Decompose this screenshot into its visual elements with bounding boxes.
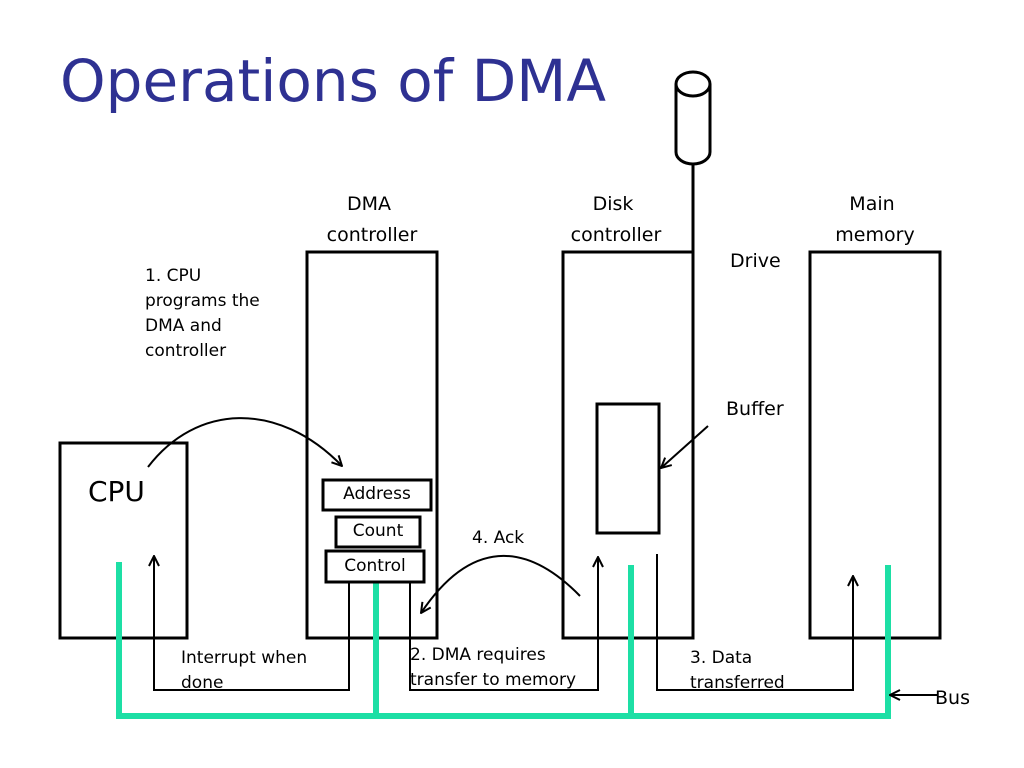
page-title: Operations of DMA bbox=[60, 47, 607, 115]
buffer-box bbox=[595, 402, 661, 535]
dma-controller-label: DMA controller bbox=[327, 193, 418, 246]
step4-label: 4. Ack bbox=[472, 528, 524, 548]
step1-arrow bbox=[147, 417, 342, 468]
control-label: Control bbox=[344, 556, 405, 576]
bus-label: Bus bbox=[935, 687, 970, 709]
step3-arrow bbox=[656, 554, 853, 691]
control-register bbox=[324, 549, 426, 584]
step2-arrow bbox=[409, 557, 598, 691]
step1-label: 1. CPU programs the DMA and controller bbox=[145, 266, 265, 361]
cpu-box bbox=[58, 441, 189, 640]
count-register bbox=[334, 515, 422, 549]
interrupt-label: Interrupt when done bbox=[181, 648, 313, 693]
disk-drive-icon bbox=[674, 70, 712, 252]
cpu-label: CPU bbox=[88, 475, 145, 508]
count-label: Count bbox=[353, 521, 404, 541]
address-register bbox=[321, 478, 433, 512]
dma-controller-box bbox=[305, 250, 439, 640]
system-bus bbox=[116, 562, 891, 719]
step4-arrow bbox=[421, 554, 581, 613]
address-label: Address bbox=[343, 484, 411, 504]
main-memory-label: Main memory bbox=[835, 193, 914, 246]
step2-label: 2. DMA requires transfer to memory bbox=[410, 645, 576, 690]
buffer-label: Buffer bbox=[726, 398, 784, 420]
main-memory-box bbox=[808, 250, 942, 640]
buffer-pointer bbox=[661, 425, 709, 468]
disk-controller-label: Disk controller bbox=[571, 193, 662, 246]
step3-label: 3. Data transferred bbox=[690, 648, 785, 693]
drive-label: Drive bbox=[730, 250, 781, 272]
interrupt-arrow bbox=[154, 556, 350, 691]
